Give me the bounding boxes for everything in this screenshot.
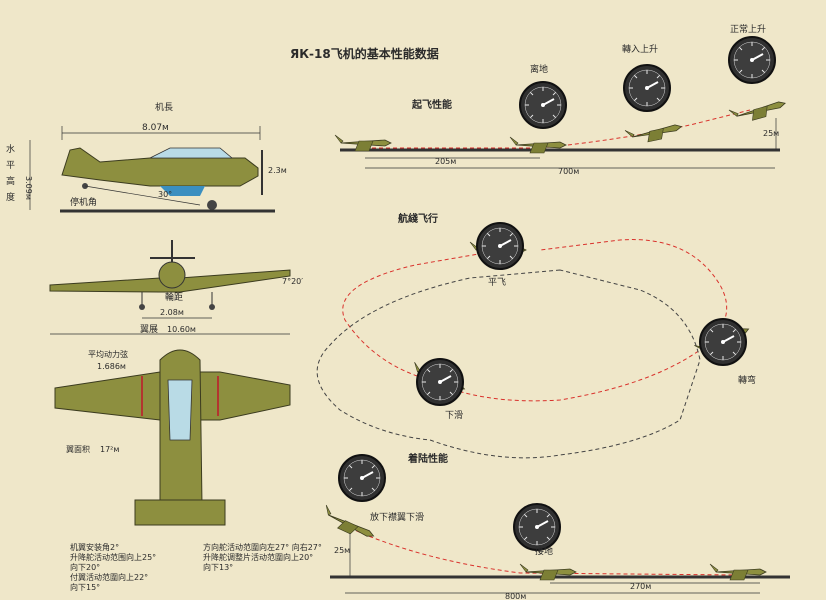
length-label: 机長 xyxy=(155,101,173,113)
spec-right-1: 方向舵活动范圍向左27° 向右27° xyxy=(203,542,322,552)
height-label-2: 平 xyxy=(6,160,15,171)
takeoff-plane-4 xyxy=(728,95,788,126)
engine-cowl xyxy=(158,261,186,289)
side-view: 机長 8.07м 水 平 高 度 3.09м 2.3м 30° 停机角 xyxy=(6,101,287,213)
height-label-3: 高 xyxy=(6,175,15,187)
span-value: 10.60м xyxy=(167,325,196,334)
spec-right-3: 向下13° xyxy=(203,562,233,572)
instrument-gauge-icon xyxy=(513,503,561,551)
instrument-gauge-icon xyxy=(519,81,567,129)
landing-total-value: 800м xyxy=(505,592,526,600)
instrument-gauge-icon xyxy=(338,454,386,502)
takeoff-label-transition: 轉入上升 xyxy=(622,43,658,55)
aircraft-side-icon xyxy=(61,147,259,187)
spec-right-2: 升降舵调整片活动范圍向上20° xyxy=(203,552,313,562)
wing-root-blue xyxy=(160,186,205,196)
landing-label-touchdown: 接地 xyxy=(535,545,553,557)
landing-run-value: 270м xyxy=(630,582,651,591)
prop-height-value: 2.3м xyxy=(268,166,287,175)
cruise-title: 航綫飞行 xyxy=(398,212,438,225)
height-label-4: 度 xyxy=(6,191,15,203)
takeoff-section: 起飞性能 离地 轉入上升 正常上升 205м 700м 25м xyxy=(334,23,788,176)
height-label-1: 水 xyxy=(6,143,15,155)
main-wheel xyxy=(207,200,217,210)
instrument-gauge-icon xyxy=(416,358,464,406)
spec-left-2: 升降舵活动范围向上25° xyxy=(70,552,156,562)
takeoff-label-liftoff: 离地 xyxy=(530,63,548,75)
top-canopy xyxy=(167,379,193,441)
cruise-path-black xyxy=(316,269,701,459)
takeoff-altitude-value: 25м xyxy=(763,129,779,138)
parking-angle-label: 停机角 xyxy=(70,196,97,208)
area-label: 翼面积 xyxy=(66,444,90,454)
takeoff-plane-3 xyxy=(624,118,684,147)
diagram-title: ЯК-18飞机的基本性能数据 xyxy=(290,46,439,61)
area-value: 17²м xyxy=(100,445,119,454)
landing-label-flaps: 放下襟翼下滑 xyxy=(370,511,424,523)
takeoff-run-value: 205м xyxy=(435,157,456,166)
spec-left-3: 向下20° xyxy=(70,562,100,572)
spec-left-4: 付翼活动范圍向上22° xyxy=(70,572,148,582)
landing-plane-1 xyxy=(319,504,378,544)
cruise-label-glide: 下滑 xyxy=(445,410,463,421)
front-view: 7°20′ 輪距 2.08м 翼展 10.60м xyxy=(49,240,303,335)
length-value: 8.07м xyxy=(142,123,169,133)
spec-left-1: 机翼安装角2° xyxy=(70,542,119,552)
span-label: 翼展 xyxy=(140,324,158,335)
cruise-section: 航綫飞行 平飞 下滑 轉弯 xyxy=(316,212,756,459)
landing-title: 着陆性能 xyxy=(407,452,448,465)
spec-left-5: 向下15° xyxy=(70,582,100,592)
tailplane xyxy=(134,499,226,526)
cruise-path-red xyxy=(342,239,728,402)
top-view: 平均动力弦 1.686м 翼面积 17²м 机翼安装角2° 升降舵活动范围向上2… xyxy=(54,349,322,592)
mac-label: 平均动力弦 xyxy=(88,349,128,359)
cruise-label-turn: 轉弯 xyxy=(738,374,756,386)
takeoff-title: 起飞性能 xyxy=(411,98,452,111)
instrument-gauge-icon xyxy=(728,36,776,84)
track-label: 輪距 xyxy=(165,291,183,303)
track-value: 2.08м xyxy=(160,308,184,317)
dihedral-value: 7°20′ xyxy=(282,277,303,286)
cruise-label-level: 平飞 xyxy=(488,277,506,288)
instrument-gauge-icon xyxy=(623,64,671,112)
angle-value: 30° xyxy=(158,190,172,199)
landing-section: 着陆性能 放下襟翼下滑 接地 25м 270м 800м xyxy=(319,452,790,600)
instrument-gauge-icon xyxy=(476,222,524,270)
mac-value: 1.686м xyxy=(97,362,126,371)
landing-altitude-value: 25м xyxy=(334,546,350,555)
takeoff-label-climb: 正常上升 xyxy=(730,23,766,35)
height-value: 3.09м xyxy=(24,176,33,200)
takeoff-total-value: 700м xyxy=(558,167,579,176)
canopy xyxy=(149,147,234,159)
instrument-gauge-icon xyxy=(699,318,747,366)
landing-path xyxy=(349,527,741,576)
